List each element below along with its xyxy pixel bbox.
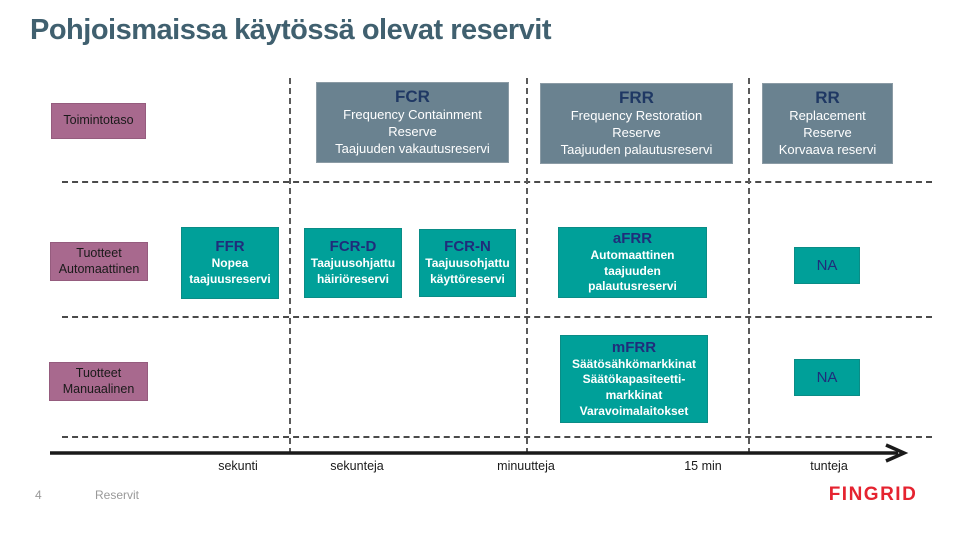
- rr-box: RR Replacement Reserve Korvaava reservi: [762, 83, 893, 164]
- frr-description: Frequency Restoration Reserve Taajuuden …: [560, 107, 713, 157]
- timeline-label-tunteja: tunteja: [810, 459, 848, 473]
- fcr-d-code: FCR-D: [329, 238, 377, 256]
- mfrr-box: mFRR Säätösähkömarkkinat Säätökapasiteet…: [560, 335, 708, 423]
- frr-box: FRR Frequency Restoration Reserve Taajuu…: [540, 83, 733, 164]
- fcr-box: FCR Frequency Containment Reserve Taajuu…: [316, 82, 509, 163]
- fcr-d-description: Taajuusohjattu häiriöreservi: [310, 256, 396, 286]
- rr-description: Replacement Reserve Korvaava reservi: [778, 107, 877, 157]
- mfrr-description: Säätösähkömarkkinat Säätökapasiteetti- m…: [571, 356, 697, 418]
- fcr-n-code: FCR-N: [444, 238, 491, 256]
- ffr-code: FFR: [215, 238, 245, 256]
- mfrr-code: mFRR: [611, 338, 657, 356]
- frr-code: FRR: [619, 88, 654, 108]
- dashed-divider-3: [62, 436, 932, 438]
- timeline-label-15min: 15 min: [684, 459, 722, 473]
- afrr-code: aFRR: [612, 230, 653, 248]
- ffr-box: FFR Nopea taajuusreservi: [181, 227, 279, 299]
- footer-section-title: Reservit: [95, 488, 140, 502]
- page-title: Pohjoismaissa käytössä olevat reservit: [30, 14, 552, 46]
- afrr-description: Automaattinen taajuuden palautusreservi: [588, 248, 677, 294]
- timeline-label-minuutteja: minuutteja: [497, 459, 555, 473]
- timeline-label-sekunteja: sekunteja: [330, 459, 384, 473]
- fcr-code: FCR: [395, 87, 430, 107]
- timeline-label-sekunti: sekunti: [218, 459, 258, 473]
- na-manual-label: NA: [816, 368, 838, 386]
- dashed-divider-2: [62, 316, 932, 318]
- row-label-tuotteet-manuaalinen: Tuotteet Manuaalinen: [49, 362, 148, 401]
- rr-code: RR: [815, 88, 840, 108]
- dashed-vertical-1: [289, 78, 291, 454]
- na-box-manual: NA: [794, 359, 860, 396]
- dashed-divider-1: [62, 181, 932, 183]
- na-box-automatic: NA: [794, 247, 860, 284]
- timeline-arrow: [50, 443, 909, 463]
- na-automatic-label: NA: [816, 256, 838, 274]
- fcr-description: Frequency Containment Reserve Taajuuden …: [335, 106, 490, 156]
- fingrid-logo: FINGRID: [828, 484, 918, 505]
- fcr-n-description: Taajuusohjattu käyttöreservi: [425, 256, 510, 286]
- fcr-d-box: FCR-D Taajuusohjattu häiriöreservi: [304, 228, 402, 298]
- row-label-tuotteet-automaattinen: Tuotteet Automaattinen: [50, 242, 148, 281]
- dashed-vertical-3: [748, 78, 750, 454]
- page-number: 4: [35, 488, 42, 502]
- fcr-n-box: FCR-N Taajuusohjattu käyttöreservi: [419, 229, 516, 297]
- row-label-toimintotaso: Toimintotaso: [51, 103, 146, 139]
- afrr-box: aFRR Automaattinen taajuuden palautusres…: [558, 227, 707, 298]
- dashed-vertical-2: [526, 78, 528, 454]
- ffr-description: Nopea taajuusreservi: [189, 256, 271, 286]
